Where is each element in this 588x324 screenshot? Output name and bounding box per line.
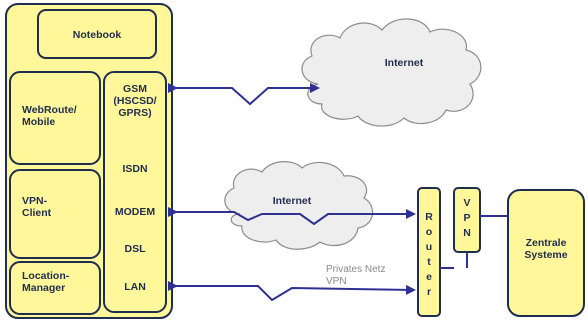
module-location-manager-box (9, 261, 101, 315)
modem-router-arrow (168, 207, 416, 226)
connection-modem-label: MODEM (115, 206, 156, 218)
connection-dsl-label: DSL (125, 243, 147, 255)
lan-router-arrow (168, 281, 416, 302)
module-webroute-box (9, 71, 101, 165)
connection-isdn-label: ISDN (122, 163, 147, 175)
connection-lan-label: LAN (124, 281, 146, 293)
internet-top-label: Internet (385, 57, 424, 69)
gsm-internet-arrow (168, 83, 320, 106)
module-webroute-label: WebRoute/Mobile (22, 104, 77, 128)
notebook-title: Notebook (73, 29, 122, 41)
module-location-manager-label: Location-Manager (22, 270, 70, 294)
internet-cloud-middle: Internet (224, 161, 374, 250)
module-vpn-client-box (9, 169, 101, 259)
notebook-title-box (37, 9, 157, 59)
central-systems-box (507, 189, 585, 317)
router-box (417, 187, 441, 317)
module-vpn-client-label: VPN-Client (22, 195, 52, 219)
connections-box (103, 71, 167, 313)
internet-cloud-top: Internet (301, 18, 482, 127)
internet-middle-label: Internet (273, 195, 312, 207)
connection-gsm-label: GSM(HSCSD/GPRS) (113, 83, 156, 119)
